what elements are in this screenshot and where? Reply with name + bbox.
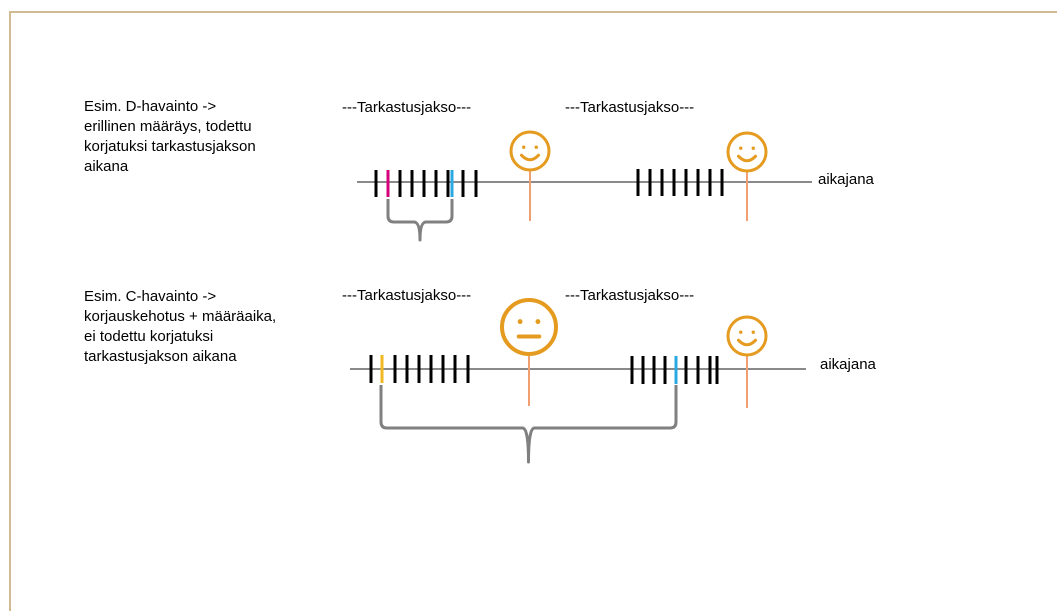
row-d-face-1: [509, 130, 551, 172]
row-d-face-2-eye: [751, 146, 755, 150]
row-d-description: Esim. D-havainto -> erillinen määräys, t…: [84, 98, 256, 175]
row-c-face-2-mouth: [736, 338, 758, 347]
row-d-face-1-eye: [534, 145, 538, 149]
row-c-face-1-eye: [535, 319, 541, 325]
row-d-period-label-1: ---Tarkastusjakso---: [342, 99, 472, 116]
row-d-brace: [386, 199, 454, 242]
row-c-face-2: [726, 315, 768, 357]
row-d-period-label-2: ---Tarkastusjakso---: [565, 99, 695, 116]
row-c-face-1-eye: [517, 319, 523, 325]
row-c-axis-label: aikajana: [820, 356, 876, 373]
row-c-brace: [379, 385, 678, 464]
row-c-face-2-eye: [739, 330, 743, 334]
row-d-face-1-eye: [522, 145, 526, 149]
row-c-period-label-1: ---Tarkastusjakso---: [342, 287, 472, 304]
row-d-face-2: [726, 131, 768, 173]
row-d-face-2-mouth: [736, 154, 758, 163]
row-d-face-2-eye: [739, 146, 743, 150]
row-c-description: Esim. C-havainto -> korjauskehotus + mää…: [84, 288, 277, 365]
row-d-axis-label: aikajana: [818, 171, 874, 188]
slide-frame: [9, 11, 1057, 611]
row-d-face-1-mouth: [519, 153, 541, 162]
row-c-face-2-eye: [751, 330, 755, 334]
row-c-face-1: [500, 298, 558, 356]
row-c-period-label-2: ---Tarkastusjakso---: [565, 287, 695, 304]
